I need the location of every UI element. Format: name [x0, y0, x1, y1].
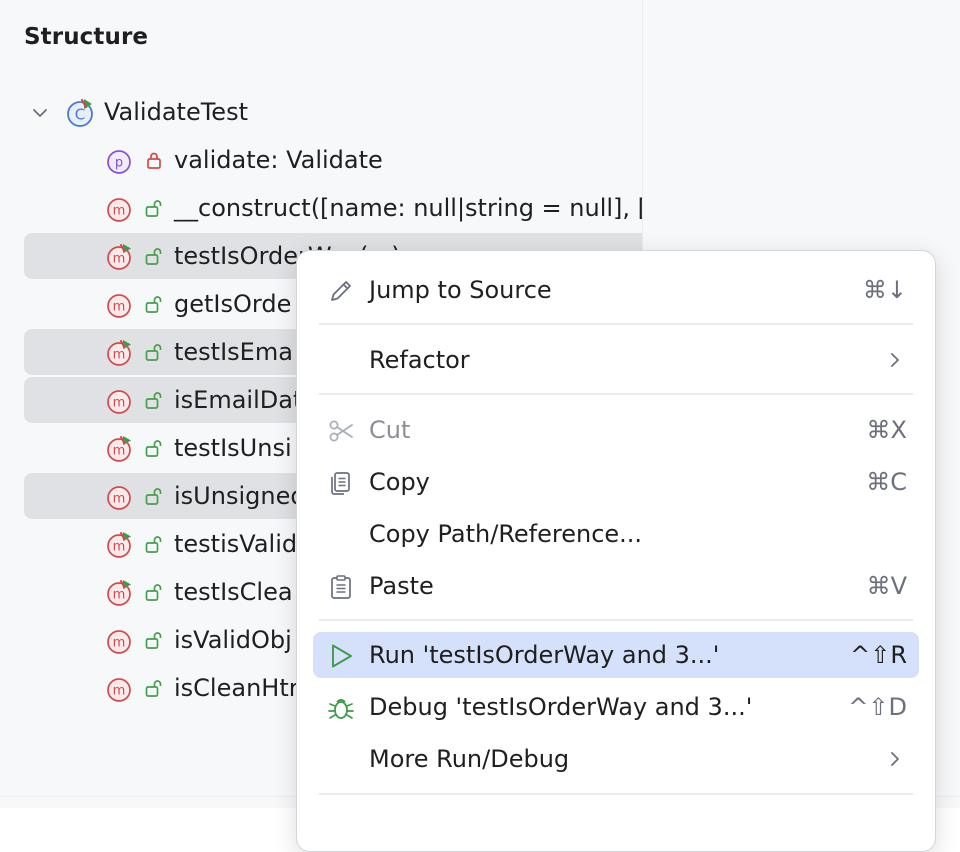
paste-icon: [331, 575, 351, 599]
test-method-icon: m: [107, 532, 131, 558]
method-icon: m: [107, 198, 131, 222]
tree-row[interactable]: m isValidObj: [24, 617, 642, 663]
tree-row-label: getIsOrde: [174, 290, 292, 318]
menu-item-label: Copy: [369, 468, 430, 496]
shortcut-hint: ⌘C: [866, 468, 907, 496]
unlock-icon: [145, 632, 162, 649]
unlock-icon: [145, 296, 162, 313]
unlock-icon: [145, 488, 162, 505]
menu-item-more-run-debug[interactable]: More Run/Debug: [313, 736, 919, 782]
svg-text:m: m: [113, 348, 126, 363]
menu-separator: [319, 393, 913, 395]
menu-separator: [319, 619, 913, 621]
svg-text:m: m: [113, 300, 126, 315]
test-method-icon: m: [107, 340, 131, 366]
method-icon: m: [107, 486, 131, 510]
shortcut-hint: ^⇧D: [848, 693, 907, 721]
method-icon: m: [107, 294, 131, 318]
shortcut-hint: ^⇧R: [850, 641, 907, 669]
menu-item-label: Cut: [369, 416, 411, 444]
unlock-icon: [145, 200, 162, 217]
tree-row-label: validate: Validate: [174, 146, 383, 174]
tree-row[interactable]: m testIsUnsi: [24, 425, 642, 471]
property-icon: p: [107, 150, 131, 174]
tree-row[interactable]: m isCleanHtr: [24, 665, 642, 711]
svg-text:m: m: [113, 636, 126, 651]
menu-item-paste[interactable]: Paste ⌘V: [313, 563, 919, 609]
run-icon: [332, 644, 352, 668]
tree-row-label: isValidObj: [174, 626, 292, 654]
unlock-icon: [145, 344, 162, 361]
method-icon: m: [107, 390, 131, 414]
menu-item-label: Refactor: [369, 346, 470, 374]
menu-separator: [319, 793, 913, 795]
tree-row-label: testisValid: [174, 530, 298, 558]
unlock-icon: [145, 680, 162, 697]
unlock-icon: [145, 392, 162, 409]
shortcut-hint: ⌘↓: [862, 276, 907, 304]
debug-icon: [328, 699, 354, 719]
unlock-icon: [145, 584, 162, 601]
menu-separator: [319, 323, 913, 325]
svg-text:C: C: [75, 106, 85, 124]
svg-text:m: m: [113, 588, 126, 603]
test-method-icon: m: [107, 436, 131, 462]
test-class-icon: C: [67, 98, 93, 127]
chevron-right-icon: [891, 353, 899, 367]
tree-row[interactable]: m getIsOrde: [24, 281, 642, 327]
copy-icon: [331, 472, 350, 495]
svg-text:m: m: [113, 252, 126, 267]
shortcut-hint: ⌘X: [866, 416, 907, 444]
menu-item-cut[interactable]: Cut ⌘X: [313, 407, 919, 453]
menu-item-jump-to-source[interactable]: Jump to Source ⌘↓: [313, 267, 919, 313]
tree-row-label: __construct([name: null|string = null], …: [174, 194, 642, 222]
tree-row-label: isCleanHtr: [174, 674, 299, 702]
tree-row-label: testIsUnsi: [174, 434, 292, 462]
test-method-icon: m: [107, 244, 131, 270]
method-icon: m: [107, 678, 131, 702]
unlock-icon: [145, 248, 162, 265]
svg-text:p: p: [115, 156, 123, 171]
svg-text:m: m: [113, 492, 126, 507]
menu-item-refactor[interactable]: Refactor: [313, 337, 919, 383]
menu-item-label: Jump to Source: [369, 276, 552, 304]
method-icon: m: [107, 630, 131, 654]
tree-row[interactable]: m testisValid: [24, 521, 642, 567]
tree-root-label: ValidateTest: [104, 98, 248, 126]
pencil-icon: [331, 281, 351, 301]
tree-row[interactable]: p validate: Validate: [24, 137, 642, 183]
tree-row[interactable]: m __construct([name: null|string = null],…: [24, 185, 642, 231]
shortcut-hint: ⌘V: [866, 572, 907, 600]
tree-row-label: isEmailDat: [174, 386, 303, 414]
menu-item-label: Run 'testIsOrderWay and 3...': [369, 641, 720, 669]
tree-row-label: testIsEma: [174, 338, 293, 366]
svg-text:m: m: [113, 444, 126, 459]
menu-item-label: More Run/Debug: [369, 745, 570, 773]
svg-text:m: m: [113, 396, 126, 411]
svg-text:m: m: [113, 684, 126, 699]
unlock-icon: [145, 536, 162, 553]
scissors-icon: [329, 420, 353, 442]
tree-row-label: testIsClea: [174, 578, 293, 606]
tree-root-validatetest[interactable]: C ValidateTest: [24, 89, 642, 135]
menu-item-copy[interactable]: Copy ⌘C: [313, 459, 919, 505]
chevron-right-icon: [891, 752, 899, 766]
menu-item-label: Copy Path/Reference...: [369, 520, 643, 548]
chevron-down-icon[interactable]: [30, 103, 50, 123]
tree-row[interactable]: m testIsClea: [24, 569, 642, 615]
menu-item-label: Paste: [369, 572, 434, 600]
lock-icon: [147, 152, 161, 169]
menu-item-debug[interactable]: Debug 'testIsOrderWay and 3...' ^⇧D: [313, 684, 919, 730]
unlock-icon: [145, 440, 162, 457]
panel-title: Structure: [24, 24, 149, 50]
context-menu: Jump to Source ⌘↓ Refactor Cut ⌘X Copy ⌘…: [296, 250, 936, 852]
menu-item-run[interactable]: Run 'testIsOrderWay and 3...' ^⇧R: [313, 632, 919, 678]
menu-item-copy-path-reference[interactable]: Copy Path/Reference...: [313, 511, 919, 557]
menu-item-label: Debug 'testIsOrderWay and 3...': [369, 693, 753, 721]
svg-text:m: m: [113, 540, 126, 555]
test-method-icon: m: [107, 580, 131, 606]
svg-text:m: m: [113, 204, 126, 219]
tree-row-label: isUnsigned: [174, 482, 306, 510]
